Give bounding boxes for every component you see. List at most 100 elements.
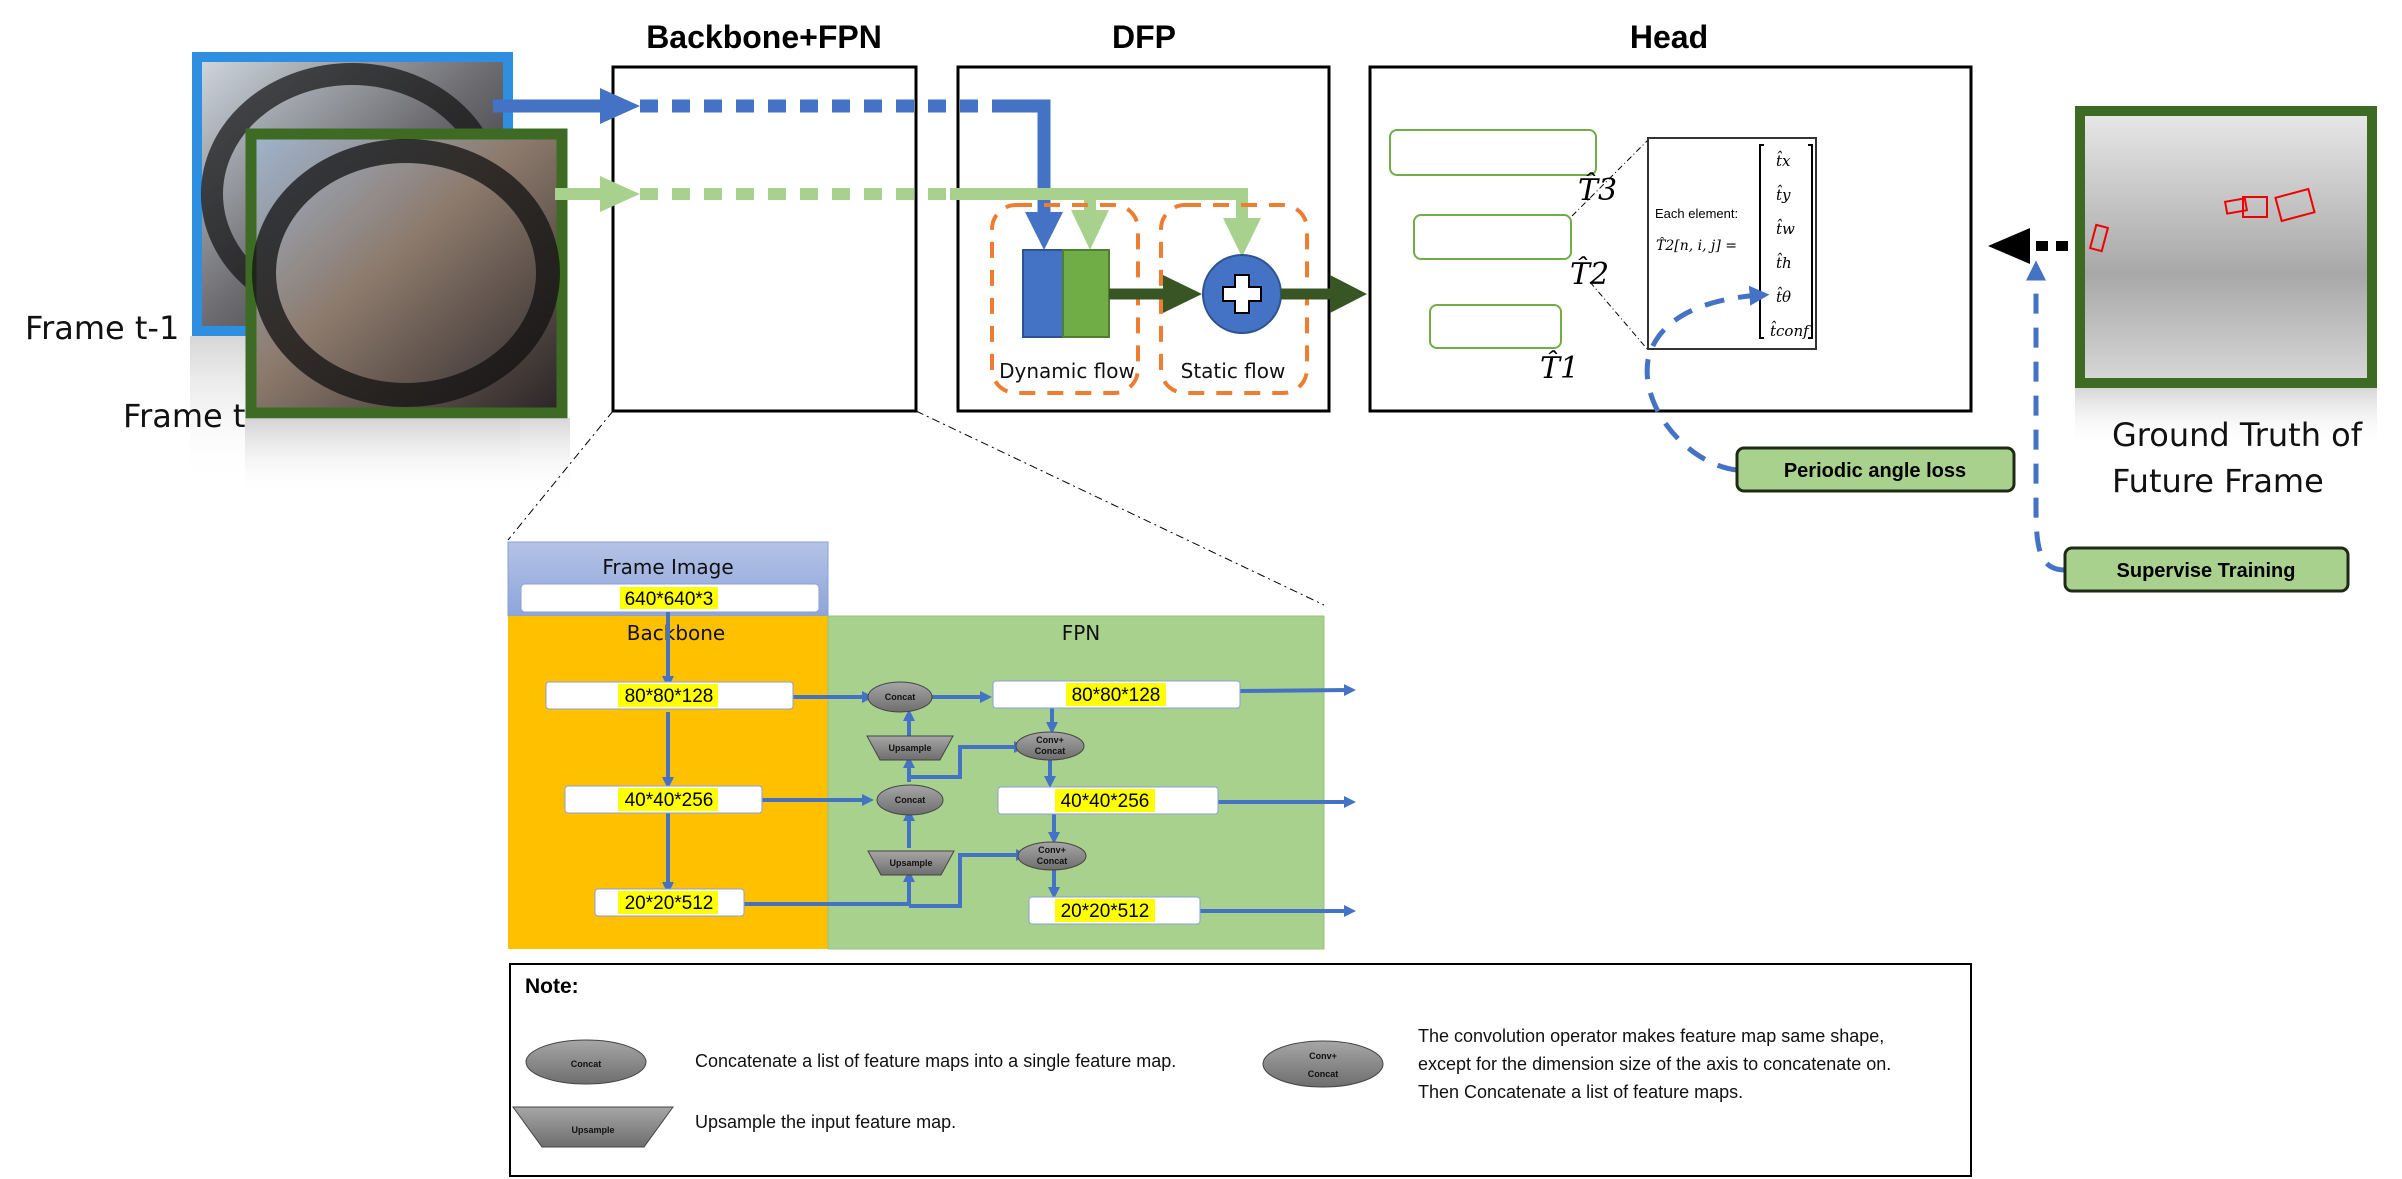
fpn-feature-40: 40*40*256 <box>997 786 1219 815</box>
vector-brackets <box>1759 144 1813 339</box>
fpn-label: FPN <box>1062 621 1101 645</box>
input-dim: 640*640*3 <box>625 589 714 610</box>
note-heading: Note: <box>525 975 579 998</box>
upsample-label: Upsample <box>889 858 932 868</box>
detail-connectors <box>662 612 1356 917</box>
dfp-box <box>956 65 1331 413</box>
backbone-feature-20: 20*20*512 <box>594 888 745 917</box>
static-feature-block <box>1062 249 1110 338</box>
legend-concat-label: Concat <box>571 1059 602 1069</box>
ground-truth-image <box>2075 106 2377 448</box>
dim-label: 40*40*256 <box>1061 791 1150 812</box>
gt-bounding-box <box>2223 197 2249 215</box>
zoom-line <box>1589 281 1649 351</box>
head-title: Head <box>1630 19 1708 55</box>
element-detail-box <box>1647 137 1817 350</box>
supervise-arrow <box>2026 260 2066 573</box>
t3-label: T̂3 <box>1578 173 1617 208</box>
upsample-node: Upsample <box>866 735 954 761</box>
static-flow-label: Static flow <box>1181 359 1286 383</box>
periodic-angle-loss-button[interactable]: Periodic angle loss <box>1735 446 2016 493</box>
dynamic-feature-block <box>1022 249 1064 338</box>
highlight <box>620 587 718 609</box>
supervise-training-label: Supervise Training <box>2117 560 2296 582</box>
backbone-fpn-box <box>611 65 918 413</box>
t1-label: T̂1 <box>1540 351 1579 386</box>
concat-label: Concat <box>895 795 926 805</box>
dfp-arrowhead <box>1163 275 1202 313</box>
vector-entry: t̂h <box>1776 253 1792 272</box>
legend-upsample-shape <box>512 1106 674 1148</box>
conv-concat-node: Conv+ Concat <box>1017 841 1087 871</box>
frame-image-label: Frame Image <box>602 555 733 579</box>
vector-entry: t̂x <box>1776 151 1791 170</box>
fpn-feature-20: 20*20*512 <box>1028 896 1201 925</box>
frame-reflection <box>245 418 570 498</box>
vector-entry: t̂θ <box>1776 287 1791 306</box>
conv-concat-label: Conv+ <box>1038 845 1066 855</box>
legend-conv-concat-label: Conv+ <box>1309 1051 1337 1061</box>
ground-truth-label-line1: Ground Truth of <box>2112 416 2363 454</box>
upsample-description: Upsample the input feature map. <box>695 1112 956 1132</box>
conv-concat-label: Conv+ <box>1036 735 1064 745</box>
dim-label: 80*80*128 <box>625 686 714 707</box>
frame-t-minus-1-flow <box>493 88 1063 250</box>
backbone-fpn-title: Backbone+FPN <box>646 19 882 55</box>
backbone-fpn-detail: Frame Image 640*640*3 Backbone FPN <box>507 541 1356 950</box>
dim-label: 80*80*128 <box>1072 685 1161 706</box>
frame-t-minus-1-label: Frame t-1 <box>25 309 179 347</box>
upsample-node: Upsample <box>867 850 955 876</box>
periodic-loss-arrow <box>1644 285 1770 473</box>
gt-bounding-box <box>2242 196 2268 218</box>
backbone-label: Backbone <box>627 621 725 645</box>
dfp-output-arrowhead <box>1330 275 1367 313</box>
vector-entry: t̂y <box>1776 185 1791 204</box>
ground-truth-label-line2: Future Frame <box>2112 462 2324 500</box>
output-vector: t̂x t̂y t̂w t̂h t̂θ t̂conf <box>1770 151 1811 340</box>
backbone-feature-80: 80*80*128 <box>545 681 794 710</box>
supervise-training-button[interactable]: Supervise Training <box>2063 546 2350 593</box>
backbone-feature-40: 40*40*256 <box>564 785 763 814</box>
concat-description: Concatenate a list of feature maps into … <box>695 1051 1176 1071</box>
dim-label: 20*20*512 <box>1061 901 1150 922</box>
output-level-3 <box>1389 129 1597 176</box>
add-icon <box>1202 254 1282 334</box>
detail-zoom-line <box>915 410 1325 606</box>
concat-node: Concat <box>867 681 933 713</box>
gt-bounding-box <box>2274 187 2316 223</box>
vector-entry: t̂conf <box>1770 321 1811 340</box>
dynamic-flow-label: Dynamic flow <box>999 359 1135 383</box>
each-element-label: Each element: <box>1655 206 1738 221</box>
detail-zoom-line <box>507 410 614 541</box>
vector-entry: t̂w <box>1776 219 1795 238</box>
dim-label: 40*40*256 <box>625 790 714 811</box>
conv-concat-label: Concat <box>1035 746 1066 756</box>
head-box <box>1368 65 1973 413</box>
legend-concat-shape <box>525 1039 647 1085</box>
fpn-feature-80: 80*80*128 <box>992 680 1241 709</box>
concat-node: Concat <box>876 784 944 816</box>
legend-conv-concat-label: Concat <box>1308 1069 1339 1079</box>
dfp-title: DFP <box>1112 19 1176 55</box>
legend-conv-concat-shape <box>1262 1040 1384 1088</box>
gt-arrowhead <box>1988 228 2030 264</box>
legend-note: Note: Concat Concatenate a list of featu… <box>509 963 1972 1177</box>
output-level-1 <box>1429 304 1562 349</box>
frame-t-flow <box>555 176 1261 257</box>
t2-label: T̂2 <box>1570 257 1609 292</box>
conv-concat-description-line: The convolution operator makes feature m… <box>1418 1026 1884 1046</box>
gt-bounding-box <box>2088 223 2110 253</box>
frame-t-label: Frame t <box>123 397 245 435</box>
concat-label: Concat <box>885 692 916 702</box>
conv-concat-description-line: Then Concatenate a list of feature maps. <box>1418 1082 1743 1102</box>
dim-label: 20*20*512 <box>625 893 714 914</box>
conv-concat-label: Concat <box>1037 856 1068 866</box>
element-formula: T̂2[n, i, j] = <box>1656 236 1737 254</box>
upsample-label: Upsample <box>888 743 931 753</box>
conv-concat-description-line: except for the dimension size of the axi… <box>1418 1054 1891 1074</box>
periodic-angle-loss-label: Periodic angle loss <box>1784 460 1966 482</box>
zoom-line <box>1571 139 1649 217</box>
legend-upsample-label: Upsample <box>571 1125 614 1135</box>
output-level-2 <box>1413 214 1572 260</box>
